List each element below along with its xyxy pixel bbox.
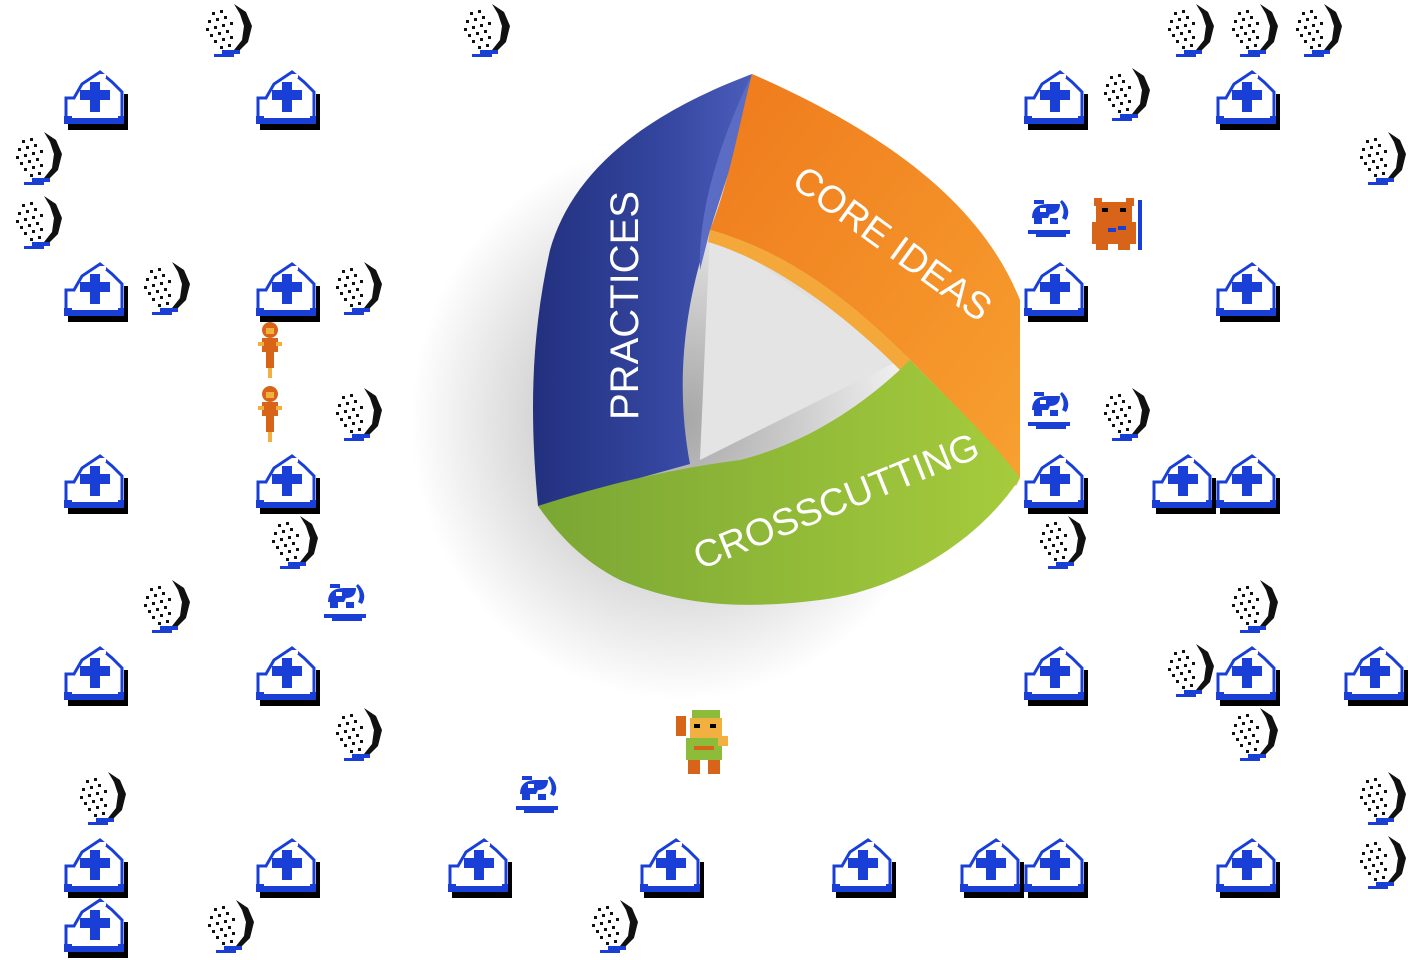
gravestone-icon [1216, 260, 1280, 324]
boulder-icon [1224, 706, 1280, 762]
boulder-icon [1160, 2, 1216, 58]
gravestone-icon [448, 836, 512, 900]
hero-sprite-icon [676, 710, 728, 774]
gravestone-icon [1216, 68, 1280, 132]
gravestone-icon [960, 836, 1024, 900]
gravestone-icon [1024, 452, 1088, 516]
practices-band [533, 74, 752, 506]
boulder-icon [1032, 514, 1088, 570]
gravestone-icon [64, 68, 128, 132]
gravestone-icon [256, 260, 320, 324]
boulder-icon [456, 2, 512, 58]
moblin-sprite-icon [1092, 198, 1142, 250]
boulder-icon [136, 578, 192, 634]
boulder-icon [200, 898, 256, 954]
boulder-icon [136, 260, 192, 316]
gravestone-icon [64, 644, 128, 708]
boulder-icon [328, 386, 384, 442]
gravestone-icon [256, 644, 320, 708]
gravestone-icon [1152, 452, 1216, 516]
boulder-icon [8, 130, 64, 186]
boulder-icon [1096, 386, 1152, 442]
boulder-icon [1224, 2, 1280, 58]
gravestone-icon [64, 836, 128, 900]
boulder-icon [1352, 130, 1408, 186]
boulder-icon [72, 770, 128, 826]
boulder-icon [328, 260, 384, 316]
gravestone-icon [1024, 836, 1088, 900]
gravestone-icon [1024, 260, 1088, 324]
triad-diagram: PRACTICES CORE IDEAS CROSSCUTTING [410, 74, 1020, 700]
gravestone-icon [64, 260, 128, 324]
boulder-icon [584, 898, 640, 954]
practices-label: PRACTICES [603, 191, 647, 420]
boulder-icon [1096, 66, 1152, 122]
gravestone-icon [256, 836, 320, 900]
practices-band-edge [699, 74, 752, 270]
boulder-icon [1288, 2, 1344, 58]
leever-sprite-icon [514, 770, 562, 818]
boulder-icon [264, 514, 320, 570]
boulder-icon [1160, 642, 1216, 698]
boulder-icon [1352, 834, 1408, 890]
boulder-icon [198, 2, 254, 58]
gravestone-icon [1024, 644, 1088, 708]
leever-sprite-icon [1026, 386, 1074, 434]
gravestone-icon [1216, 644, 1280, 708]
crosscutting-band [538, 360, 1020, 605]
leever-sprite-icon [322, 578, 370, 626]
fairy-sprite-icon [256, 384, 284, 444]
gravestone-icon [256, 68, 320, 132]
gravestone-icon [256, 452, 320, 516]
gravestone-icon [1344, 644, 1408, 708]
boulder-icon [1352, 770, 1408, 826]
fairy-sprite-icon [256, 320, 284, 380]
gravestone-icon [640, 836, 704, 900]
gravestone-icon [1216, 836, 1280, 900]
boulder-icon [1224, 578, 1280, 634]
boulder-icon [8, 194, 64, 250]
gravestone-icon [1024, 68, 1088, 132]
triad-inner-shadow [700, 230, 900, 460]
boulder-icon [328, 706, 384, 762]
gravestone-icon [1216, 452, 1280, 516]
gravestone-icon [832, 836, 896, 900]
core-ideas-band [710, 74, 1020, 478]
gravestone-icon [64, 452, 128, 516]
leever-sprite-icon [1026, 194, 1074, 242]
gravestone-icon [64, 896, 128, 960]
